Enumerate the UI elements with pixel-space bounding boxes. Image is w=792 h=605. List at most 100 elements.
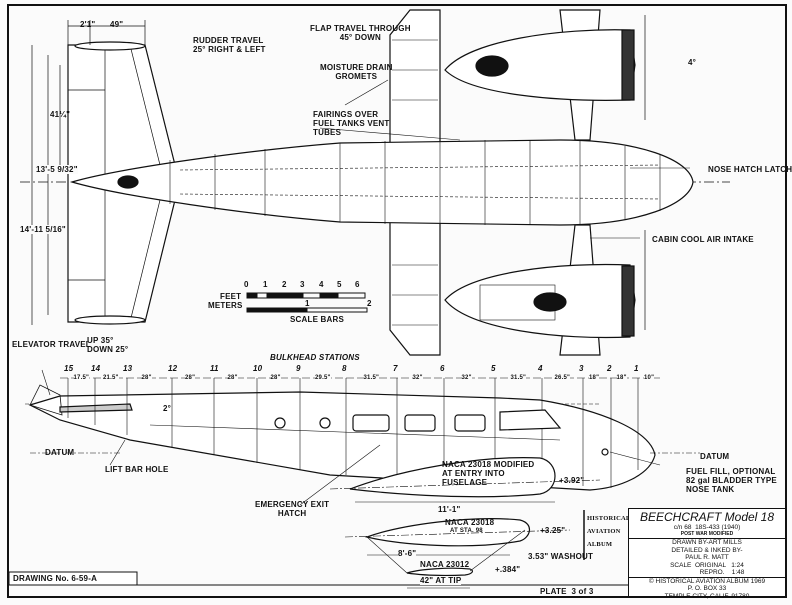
- window: [454, 414, 486, 432]
- window: [352, 414, 390, 432]
- tip-airfoil-label: NACA 23012: [420, 560, 470, 569]
- upper-nacelle: [444, 29, 636, 101]
- feet-tick: 5: [337, 280, 342, 289]
- station-number: 14: [91, 364, 101, 373]
- station-number: 4: [538, 364, 543, 373]
- station-spacing: 21.5": [103, 374, 119, 383]
- dim-2deg: 2°: [163, 404, 172, 413]
- meter-tick: 1: [305, 299, 310, 308]
- feet-tick: 3: [300, 280, 305, 289]
- dim-stab-span: 13'-5 9/32": [36, 165, 78, 174]
- feet-tick: 0: [244, 280, 249, 289]
- nose-hatch-latch-note: NOSE HATCH LATCH: [708, 165, 792, 174]
- lift-bar-hole-note: LIFT BAR HOLE: [105, 465, 169, 474]
- datum-right-label: DATUM: [700, 452, 730, 461]
- mid-airfoil: [364, 518, 530, 547]
- bulkhead-stations-title: BULKHEAD STATIONS: [270, 353, 360, 362]
- title-block: BEECHCRAFT Model 18 c/n 68 18S-433 (1940…: [628, 508, 786, 600]
- feet-tick: 4: [319, 280, 324, 289]
- station-spacing: 31.5": [363, 374, 380, 383]
- root-airfoil-dim: +3.92": [559, 476, 585, 485]
- elevator-updown-note: UP 35° DOWN 25°: [87, 336, 129, 354]
- station-number: 10: [253, 364, 263, 373]
- tip-airfoil: [406, 567, 474, 576]
- station-number: 5: [491, 364, 496, 373]
- station-spacing: 26.5": [554, 374, 571, 383]
- root-chord-dim: 11'-1": [438, 505, 461, 514]
- city: TEMPLE CITY, CALIF. 91780: [664, 592, 750, 600]
- station-spacing: 28": [227, 374, 238, 383]
- station-number: 2: [607, 364, 612, 373]
- station-number: 6: [440, 364, 445, 373]
- fuselage-top: [69, 139, 694, 226]
- top-view: [20, 9, 730, 356]
- cockpit-window: [499, 409, 562, 431]
- drawing-number-box: [8, 571, 138, 586]
- title: BEECHCRAFT Model 18: [639, 510, 775, 524]
- fairings-note: FAIRINGS OVER FUEL TANKS VENT TUBES: [313, 110, 390, 137]
- station-spacing: 32": [412, 374, 423, 383]
- tip-chord-dim: 42" AT TIP: [420, 576, 462, 585]
- scale-bars-caption: SCALE BARS: [290, 315, 345, 324]
- station-spacing: 28": [141, 374, 152, 383]
- station-spacing: 31.5": [510, 374, 527, 383]
- root-airfoil-label: NACA 23018 MODIFIED AT ENTRY INTO FUSELA…: [442, 460, 535, 487]
- datum-left-label: DATUM: [45, 448, 75, 457]
- rudder-travel-note: RUDDER TRAVEL 25° RIGHT & LEFT: [193, 36, 266, 54]
- mid-airfoil-label: NACA 23018: [445, 518, 495, 527]
- post-war-note: POST WAR MODIFIED: [629, 531, 785, 539]
- station-number: 15: [64, 364, 74, 373]
- inker-name: PAUL R. MATT: [685, 554, 729, 561]
- mid-chord-dim: 8'-6": [398, 549, 417, 558]
- dim-41in: 41¼": [50, 110, 71, 119]
- tip-airfoil-dim: +.384": [495, 565, 521, 574]
- detailed-by: DETAILED & INKED BY-: [671, 546, 743, 554]
- subtitle: c/n 68 18S-433 (1940): [673, 524, 741, 531]
- scale-meters-label: METERS: [208, 301, 243, 310]
- station-spacing: 18": [616, 374, 627, 383]
- feet-tick: 6: [355, 280, 360, 289]
- mid-airfoil-dim: +3.25": [540, 526, 566, 535]
- station-number: 1: [634, 364, 639, 373]
- dim-2ft1in: 2'1": [80, 20, 96, 29]
- scale-original: SCALE ORIGINAL 1:24: [670, 561, 744, 569]
- flap-travel-note: FLAP TRAVEL THROUGH 45° DOWN: [310, 24, 411, 42]
- dim-total-span: 14'-11 5/16": [20, 225, 66, 234]
- station-spacing: 18": [589, 374, 600, 383]
- station-number: 12: [168, 364, 178, 373]
- moisture-drain-note: MOISTURE DRAIN GROMETS: [320, 63, 393, 81]
- station-spacing: 28": [185, 374, 196, 383]
- cabin-air-intake-note: CABIN COOL AIR INTAKE: [652, 235, 754, 244]
- po-box: P. O. BOX 33: [687, 585, 727, 592]
- station-spacing: 17.5": [73, 374, 90, 383]
- station-number: 8: [342, 364, 347, 373]
- station-spacing: 32": [461, 374, 472, 383]
- mid-airfoil-sublabel: AT STA. 98: [450, 528, 483, 534]
- station-number: 13: [123, 364, 133, 373]
- station-spacing: 29.5": [315, 374, 331, 383]
- station-number: 3: [579, 364, 584, 373]
- station-number: 11: [210, 364, 219, 373]
- feet-tick: 2: [282, 280, 287, 289]
- dim-4deg: 4°: [688, 58, 697, 67]
- copyright: © HISTORICAL AVIATION ALBUM 1969: [648, 577, 766, 585]
- feet-tick: 1: [263, 280, 268, 289]
- airfoil-sections: [329, 457, 601, 589]
- station-spacing: 28": [270, 374, 281, 383]
- washout-note: 3.53" WASHOUT: [528, 552, 594, 561]
- emergency-exit-note: EMERGENCY EXIT HATCH: [255, 500, 330, 518]
- dim-49in: 49": [110, 20, 124, 29]
- plate-number: PLATE 3 of 3: [540, 587, 594, 596]
- scale-bars: [246, 292, 368, 313]
- drawn-by: DRAWN BY-ART MILLS: [672, 539, 742, 546]
- scale-feet-label: FEET: [220, 292, 242, 301]
- drawing-number: DRAWING No. 6-59-A: [13, 574, 98, 583]
- meter-tick: 2: [367, 299, 372, 308]
- fuel-fill-note: FUEL FILL, OPTIONAL 82 gal BLADDER TYPE …: [686, 467, 777, 494]
- elevator-travel-note: ELEVATOR TRAVEL: [12, 340, 91, 349]
- logo-text: HISTORICAL AVIATION ALBUM: [587, 515, 631, 548]
- station-spacing: 10": [644, 374, 655, 383]
- station-number: 9: [296, 364, 301, 373]
